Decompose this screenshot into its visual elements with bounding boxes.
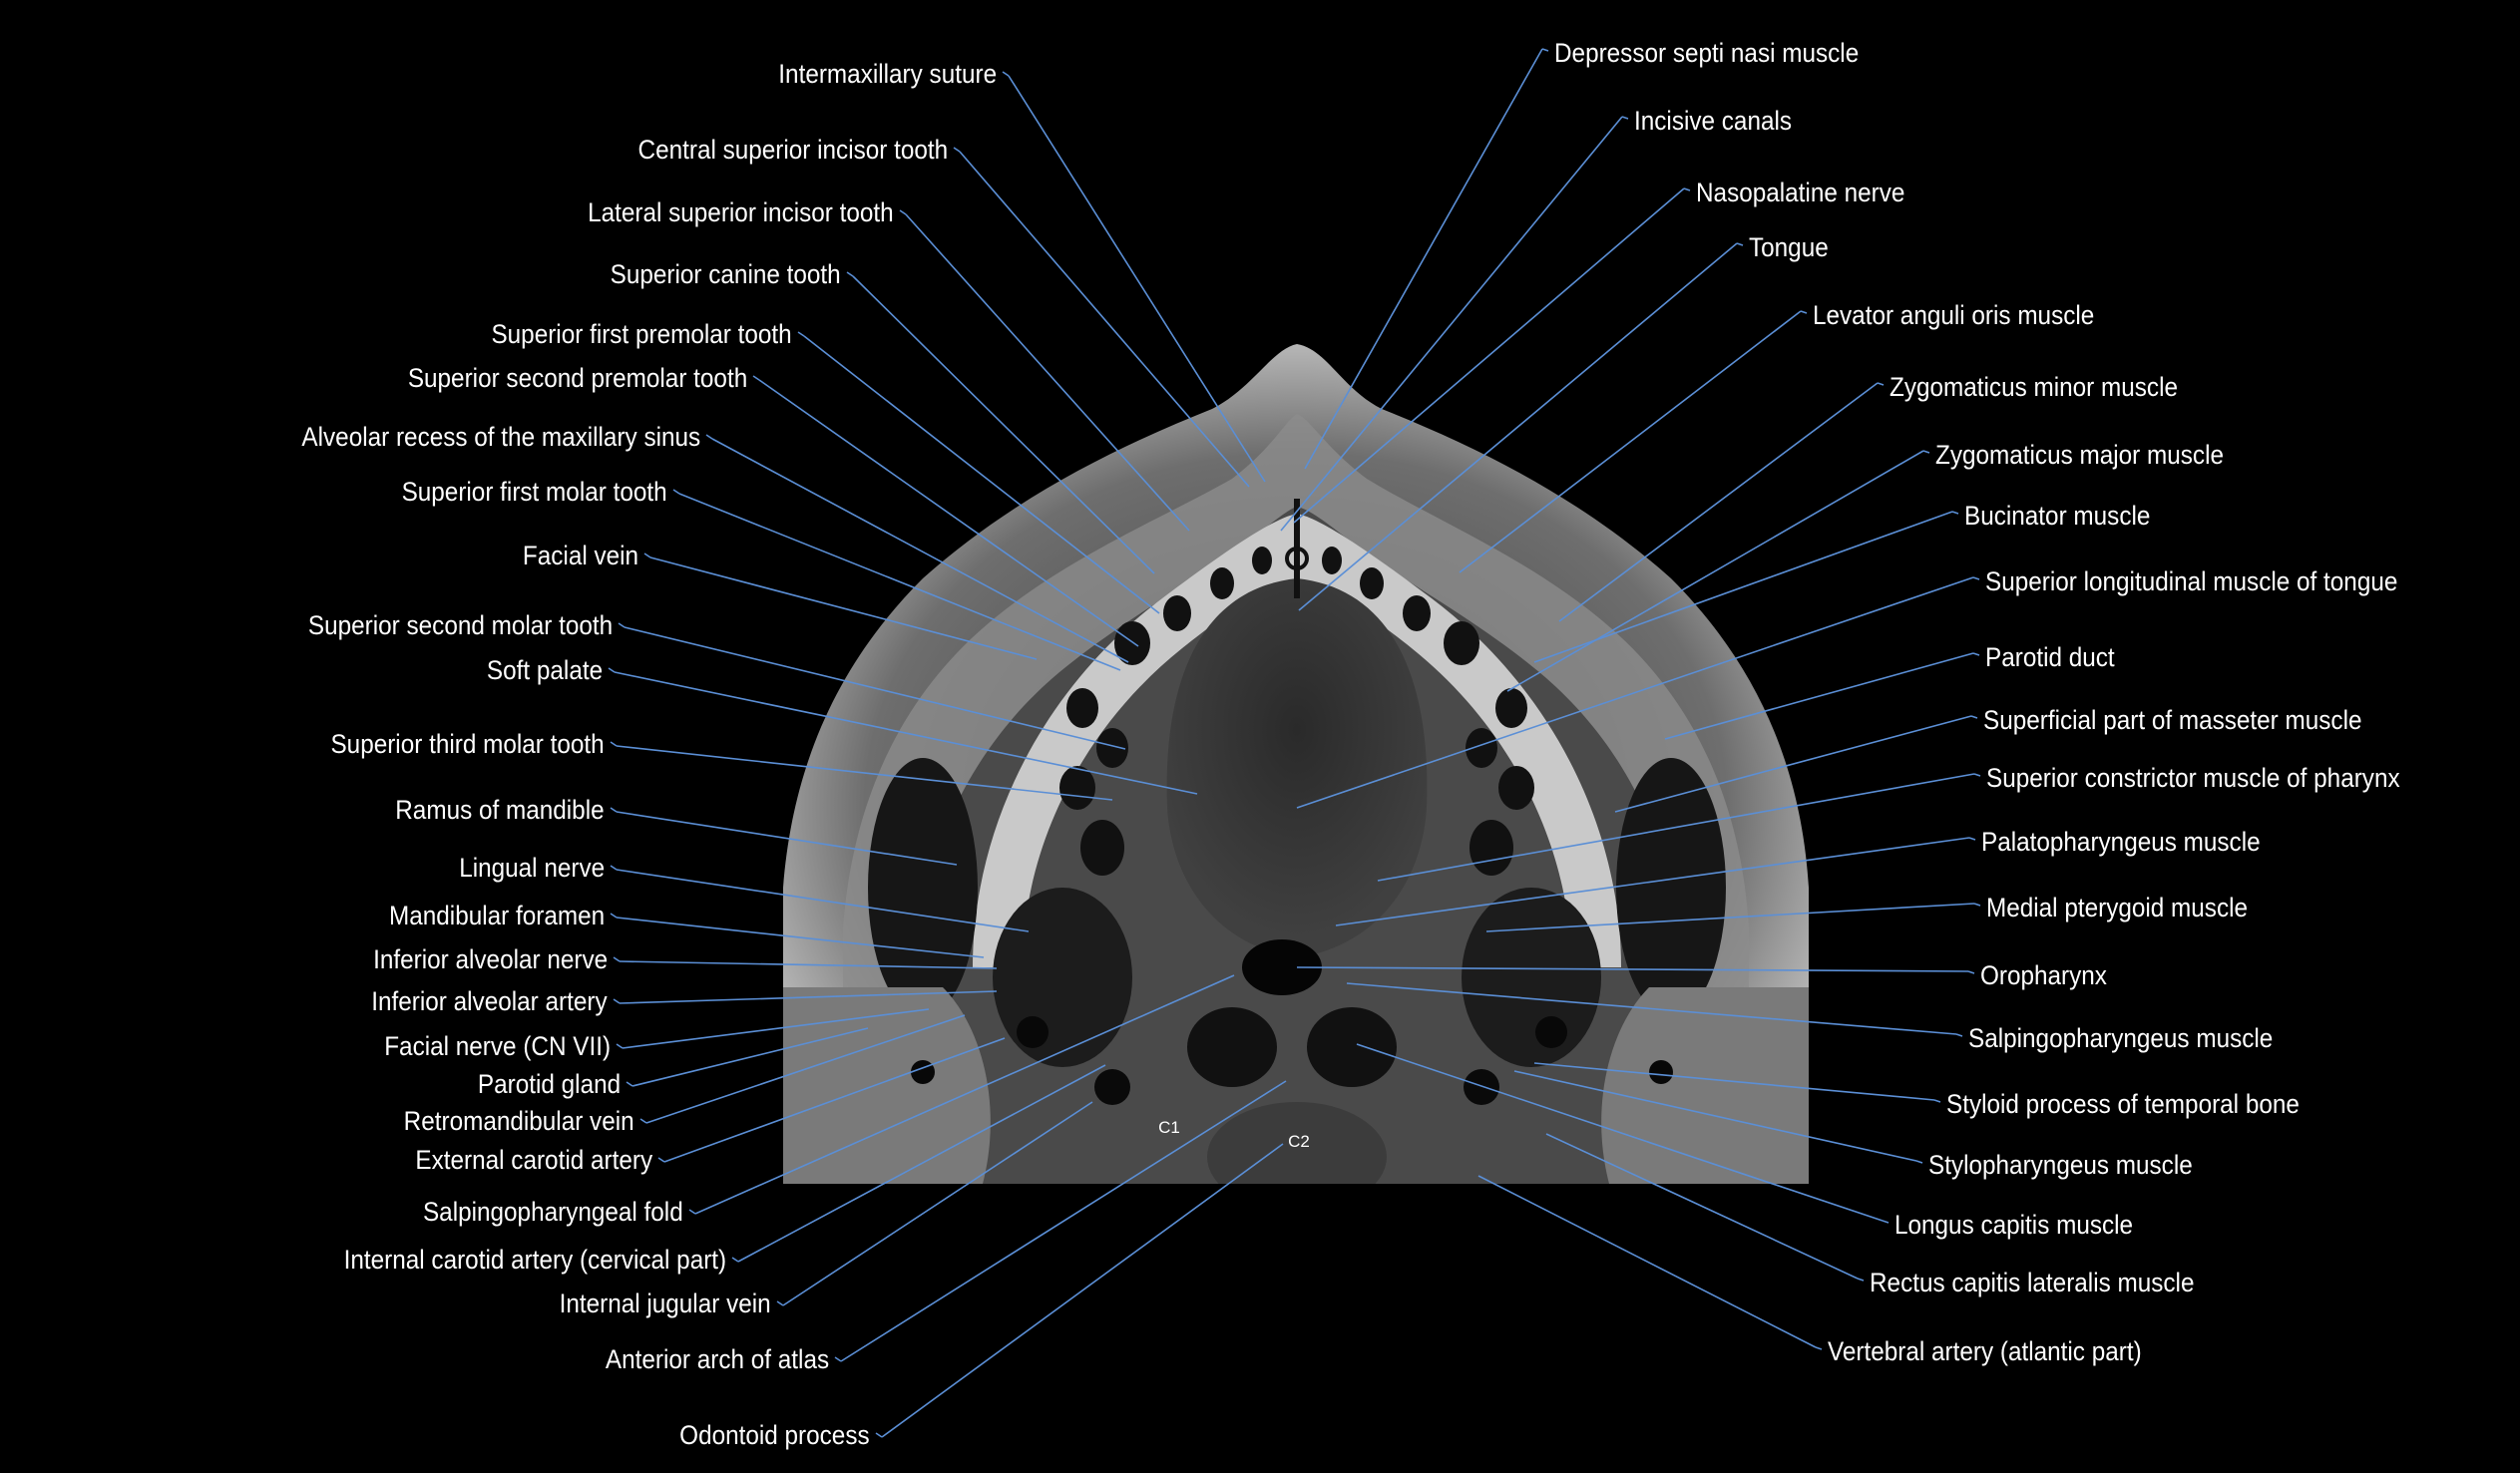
label-styloid-process: Styloid process of temporal bone — [1946, 1089, 2300, 1119]
leader-line — [1002, 71, 1010, 77]
leader-line — [731, 1257, 739, 1263]
label-bucinator-muscle: Bucinator muscle — [1964, 501, 2151, 531]
label-internal-jugular-vein: Internal jugular vein — [559, 1289, 771, 1318]
label-facial-nerve: Facial nerve (CN VII) — [384, 1031, 611, 1061]
leader-line — [643, 552, 651, 558]
leader-line — [657, 1157, 665, 1163]
label-odontoid-process: Odontoid process — [679, 1420, 870, 1450]
mri-axial-image — [783, 329, 1809, 1184]
leader-line — [1970, 715, 1978, 719]
leader-line — [1973, 773, 1981, 777]
label-soft-palate: Soft palate — [486, 655, 603, 685]
leader-line — [1951, 511, 1959, 515]
label-superior-constrictor-pharynx: Superior constrictor muscle of pharynx — [1986, 763, 2400, 793]
label-palatopharyngeus-muscle: Palatopharyngeus muscle — [1981, 827, 2261, 857]
label-inferior-alveolar-nerve: Inferior alveolar nerve — [372, 944, 608, 974]
leader-line — [1815, 1346, 1823, 1350]
label-levator-anguli-oris-muscle: Levator anguli oris muscle — [1813, 300, 2095, 330]
leader-line — [1736, 242, 1744, 246]
leader-line — [1968, 837, 1976, 841]
label-superior-second-premolar-tooth: Superior second premolar tooth — [407, 363, 747, 393]
label-lingual-nerve: Lingual nerve — [459, 853, 605, 883]
leader-line — [1621, 116, 1629, 120]
label-medial-pterygoid-muscle: Medial pterygoid muscle — [1986, 893, 2249, 922]
label-superior-second-molar-tooth: Superior second molar tooth — [307, 610, 613, 640]
leader-line — [899, 209, 907, 215]
label-salpingopharyngeus-muscle: Salpingopharyngeus muscle — [1968, 1023, 2274, 1053]
leader-line — [608, 667, 616, 673]
leader-line — [610, 865, 618, 871]
leader-line — [881, 1143, 1284, 1438]
leader-line — [1857, 1278, 1865, 1282]
leader-line — [1683, 187, 1691, 191]
label-superior-longitudinal-muscle-of-tongue: Superior longitudinal muscle of tongue — [1985, 566, 2398, 596]
label-parotid-duct: Parotid duct — [1985, 642, 2115, 672]
label-internal-carotid-artery: Internal carotid artery (cervical part) — [343, 1245, 726, 1275]
leader-line — [752, 375, 760, 381]
leader-line — [1973, 903, 1981, 907]
label-longus-capitis-muscle: Longus capitis muscle — [1894, 1210, 2134, 1240]
leader-line — [610, 741, 618, 747]
leader-line — [875, 1432, 883, 1438]
label-superior-canine-tooth: Superior canine tooth — [610, 259, 841, 289]
leader-line — [610, 807, 618, 813]
leader-line — [618, 622, 626, 628]
label-lateral-superior-incisor-tooth: Lateral superior incisor tooth — [588, 197, 894, 227]
leader-line — [1972, 576, 1980, 580]
label-salpingopharyngeal-fold: Salpingopharyngeal fold — [423, 1197, 683, 1227]
label-vertebral-artery: Vertebral artery (atlantic part) — [1828, 1336, 2142, 1366]
leader-line — [1967, 970, 1975, 974]
label-external-carotid-artery: External carotid artery — [415, 1145, 652, 1175]
label-ramus-of-mandible: Ramus of mandible — [395, 795, 605, 825]
leader-line — [1882, 1220, 1890, 1224]
leader-line — [616, 1043, 624, 1049]
leader-line — [705, 434, 713, 440]
leader-line — [953, 147, 961, 153]
leader-line — [1922, 450, 1930, 454]
vertebra-marker-c2: C2 — [1288, 1132, 1310, 1151]
label-alveolar-recess-maxillary-sinus: Alveolar recess of the maxillary sinus — [301, 422, 700, 452]
label-anterior-arch-of-atlas: Anterior arch of atlas — [605, 1344, 829, 1374]
leader-line — [613, 956, 621, 962]
label-parotid-gland: Parotid gland — [477, 1069, 621, 1099]
label-superior-first-premolar-tooth: Superior first premolar tooth — [491, 319, 792, 349]
leader-line — [1933, 1099, 1941, 1103]
leader-line — [672, 489, 680, 495]
mri-illustration — [783, 344, 1809, 1184]
leader-line — [1955, 1033, 1963, 1037]
leader-line — [1477, 1175, 1817, 1348]
label-stylopharyngeus-muscle: Stylopharyngeus muscle — [1928, 1150, 2193, 1180]
leader-line — [639, 1118, 647, 1124]
leader-line — [610, 913, 618, 919]
vertebra-marker-c1: C1 — [1158, 1118, 1180, 1137]
label-inferior-alveolar-artery: Inferior alveolar artery — [371, 986, 608, 1016]
leader-line — [834, 1356, 842, 1362]
label-intermaxillary-suture: Intermaxillary suture — [778, 59, 997, 89]
label-oropharynx: Oropharynx — [1980, 960, 2107, 990]
label-superficial-masseter: Superficial part of masseter muscle — [1983, 705, 2362, 735]
label-nasopalatine-nerve: Nasopalatine nerve — [1696, 178, 1905, 207]
leader-line — [846, 271, 854, 277]
label-central-superior-incisor-tooth: Central superior incisor tooth — [637, 135, 948, 165]
label-tongue: Tongue — [1749, 232, 1829, 262]
leader-line — [1541, 48, 1549, 52]
leader-line — [1972, 652, 1980, 656]
label-depressor-septi-nasi-muscle: Depressor septi nasi muscle — [1554, 38, 1860, 68]
label-zygomaticus-minor-muscle: Zygomaticus minor muscle — [1890, 372, 2178, 402]
leader-line — [776, 1300, 784, 1306]
leader-line — [1877, 382, 1885, 386]
leader-line — [613, 998, 621, 1004]
label-rectus-capitis-lateralis-muscle: Rectus capitis lateralis muscle — [1870, 1268, 2195, 1297]
label-facial-vein: Facial vein — [522, 541, 638, 570]
leader-line — [626, 1081, 633, 1087]
label-mandibular-foramen: Mandibular foramen — [388, 901, 605, 930]
label-superior-first-molar-tooth: Superior first molar tooth — [401, 477, 667, 507]
leader-line — [1915, 1160, 1923, 1164]
label-zygomaticus-major-muscle: Zygomaticus major muscle — [1935, 440, 2224, 470]
label-incisive-canals: Incisive canals — [1634, 106, 1793, 136]
label-retromandibular-vein: Retromandibular vein — [404, 1106, 634, 1136]
leader-line — [1800, 310, 1808, 314]
leader-line — [688, 1209, 696, 1215]
label-superior-third-molar-tooth: Superior third molar tooth — [330, 729, 605, 759]
